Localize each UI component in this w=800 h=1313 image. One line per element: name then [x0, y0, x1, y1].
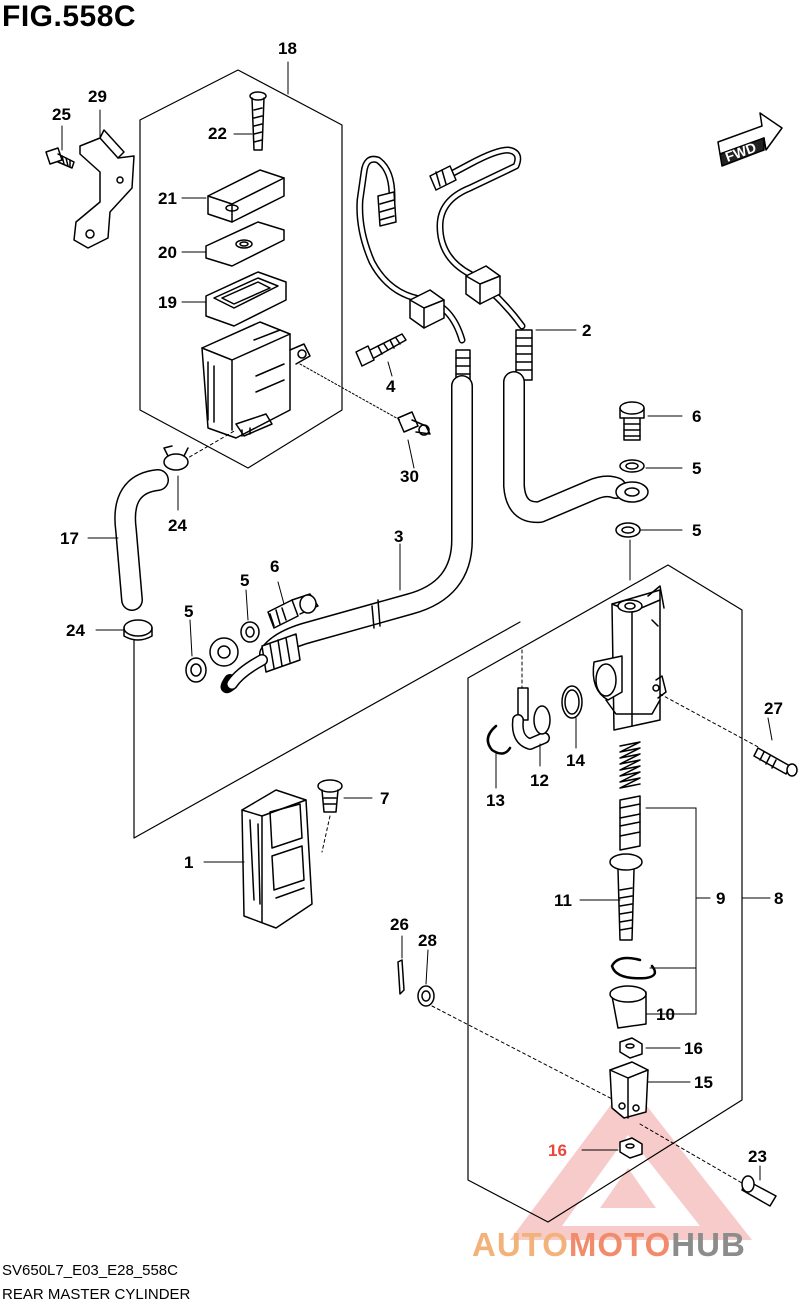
- callout-10: 10: [656, 1005, 675, 1024]
- piston-assembly-9: [619, 795, 641, 851]
- callout-26: 26: [390, 915, 409, 934]
- callout-29: 29: [88, 87, 107, 106]
- bolt-30: [397, 411, 431, 436]
- callout-15: 15: [694, 1073, 713, 1092]
- diagram-title: REAR MASTER CYLINDER: [2, 1286, 191, 1303]
- callout-5-left-a: 5: [240, 571, 250, 590]
- watermark-hub: HUB: [671, 1226, 746, 1263]
- bolt-27: [753, 747, 798, 777]
- brake-pipe-right: [429, 146, 526, 330]
- callout-18: 18: [278, 39, 297, 58]
- guard-1: [241, 789, 313, 929]
- o-ring-14: [561, 685, 583, 719]
- figure-title: FIG.558C: [2, 0, 137, 33]
- leader-lines: [61, 61, 773, 1181]
- reservoir-body: [201, 321, 311, 439]
- nut-16-upper: [619, 1037, 643, 1059]
- washer-5-right-a: [619, 459, 645, 473]
- clamp-24-upper: [163, 445, 189, 471]
- callout-20: 20: [158, 243, 177, 262]
- callout-7: 7: [380, 789, 390, 808]
- callout-8: 8: [774, 889, 784, 908]
- callout-14: 14: [566, 751, 585, 770]
- callout-9: 9: [716, 889, 726, 908]
- clamp-24-lower: [123, 619, 153, 641]
- washer-5-left-b: [185, 657, 207, 683]
- diaphragm-19: [205, 271, 287, 327]
- spring: [619, 741, 641, 789]
- callout-23: 23: [748, 1147, 767, 1166]
- model-code: SV650L7_E03_E28_558C: [2, 1262, 178, 1279]
- fwd-arrow-icon: [717, 112, 783, 167]
- callout-4: 4: [386, 377, 396, 396]
- callout-1: 1: [184, 853, 194, 872]
- reservoir-hose-17: [114, 469, 169, 611]
- watermark-moto: MOTO: [568, 1226, 672, 1263]
- callout-13: 13: [486, 791, 505, 810]
- boot-10: [609, 985, 647, 1029]
- guard-frame-lines: [133, 621, 521, 839]
- callout-5-right-a: 5: [692, 459, 702, 478]
- push-rod-11: [609, 853, 643, 941]
- callout-12: 12: [530, 771, 549, 790]
- circlip-13: [486, 724, 512, 755]
- washer-5-left-a: [240, 621, 260, 643]
- screw-7: [317, 779, 343, 813]
- callout-5-right-b: 5: [692, 521, 702, 540]
- callout-19: 19: [158, 293, 177, 312]
- washer-28: [417, 985, 435, 1007]
- cotter-pin-26: [397, 959, 405, 995]
- callout-28: 28: [418, 931, 437, 950]
- callout-22: 22: [208, 124, 227, 143]
- bolt-4: [355, 333, 407, 367]
- callout-6-right: 6: [692, 407, 702, 426]
- washer-5-right-b: [615, 522, 641, 538]
- callout-21: 21: [158, 189, 177, 208]
- callout-2: 2: [582, 321, 592, 340]
- banjo-bolt-6-left: [267, 593, 319, 629]
- callout-25: 25: [52, 105, 71, 124]
- plate-20: [205, 221, 285, 267]
- nut-16-lower: [619, 1137, 643, 1159]
- reservoir-cap-21: [207, 169, 285, 223]
- callout-30: 30: [400, 467, 419, 486]
- clevis-15: [609, 1061, 649, 1119]
- callout-6-left: 6: [270, 557, 280, 576]
- reservoir-assembly-frame: [139, 69, 343, 469]
- callout-3: 3: [394, 527, 404, 546]
- hose-banjo-end: [209, 633, 301, 694]
- callout-16-lower: 16: [548, 1141, 567, 1160]
- callout-24-lower: 24: [66, 621, 85, 640]
- hose-fitting-12: [511, 687, 551, 750]
- callout-27: 27: [764, 699, 783, 718]
- pin-23: [741, 1175, 777, 1207]
- banjo-bolt-6-right: [619, 401, 645, 441]
- watermark-logo: AUTOMOTOHUB: [472, 1226, 746, 1264]
- callout-11: 11: [554, 891, 572, 910]
- master-cylinder-assembly-frame: [467, 564, 743, 1223]
- callout-16-upper: 16: [684, 1039, 703, 1058]
- callout-24-upper: 24: [168, 516, 187, 535]
- screw-22: [249, 91, 267, 151]
- circlip-9: [610, 956, 657, 980]
- bracket-29: [73, 129, 135, 249]
- brake-hose-2: [503, 329, 649, 524]
- watermark-triangle: [510, 1082, 752, 1240]
- callout-5-left-b: 5: [184, 602, 194, 621]
- brake-pipe-left: [356, 155, 466, 344]
- callout-17: 17: [60, 529, 79, 548]
- brake-hose-3: [259, 349, 473, 665]
- bolt-25: [45, 147, 75, 169]
- master-cylinder-body: [592, 585, 667, 731]
- watermark-auto: AUTO: [472, 1226, 569, 1263]
